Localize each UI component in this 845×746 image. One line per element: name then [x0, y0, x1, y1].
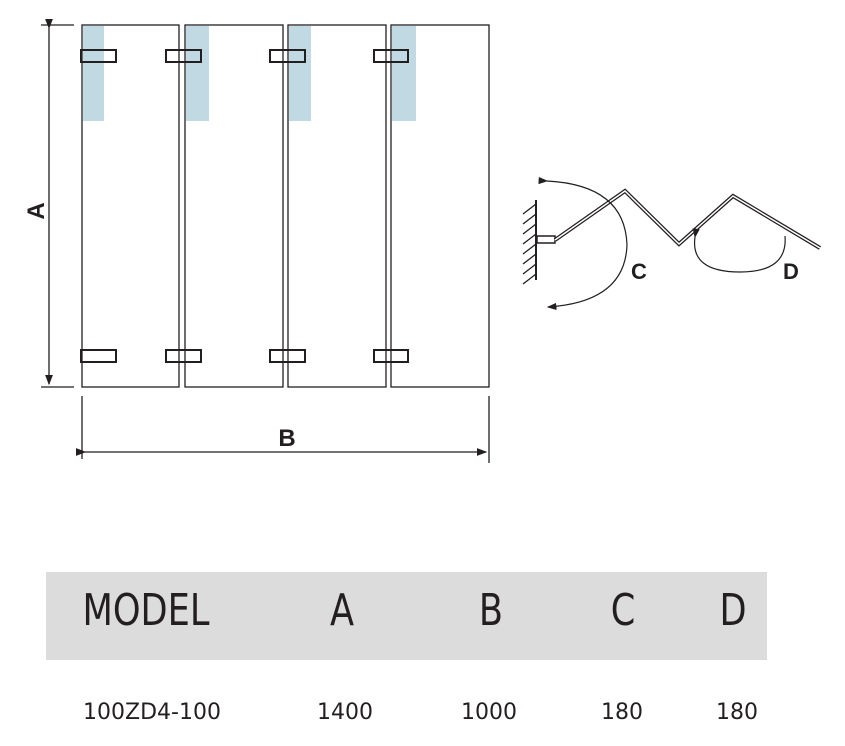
panel-3	[287, 24, 387, 388]
panel-4	[390, 24, 490, 388]
cell-c: 180	[601, 700, 643, 725]
dimension-b-label: B	[278, 425, 295, 452]
dimension-a-label: A	[23, 202, 50, 219]
top-view-fold-diagram	[522, 176, 822, 311]
glass-panels	[81, 24, 490, 388]
panel-2	[184, 24, 284, 388]
cell-b: 1000	[461, 700, 517, 725]
dimension-a	[41, 18, 74, 388]
hinges	[80, 49, 409, 363]
angle-d-arc	[692, 228, 786, 273]
angle-c-label: C	[631, 259, 647, 284]
header-c: C	[610, 585, 636, 636]
wall-hinge	[536, 235, 556, 244]
glass-tints	[83, 26, 416, 121]
panel-1	[81, 24, 180, 388]
wall-hatch	[522, 203, 537, 285]
spec-table-header	[46, 572, 767, 660]
cell-a: 1400	[317, 700, 373, 725]
header-model: MODEL	[82, 585, 210, 636]
header-d: D	[719, 585, 747, 636]
cell-model: 100ZD4-100	[83, 700, 221, 725]
angle-c-arc	[538, 176, 628, 311]
folded-panels	[553, 188, 822, 250]
cell-d: 180	[716, 700, 758, 725]
header-b: B	[478, 585, 504, 636]
header-a: A	[329, 585, 355, 636]
dimension-b	[75, 396, 490, 463]
angle-d-label: D	[783, 259, 799, 284]
